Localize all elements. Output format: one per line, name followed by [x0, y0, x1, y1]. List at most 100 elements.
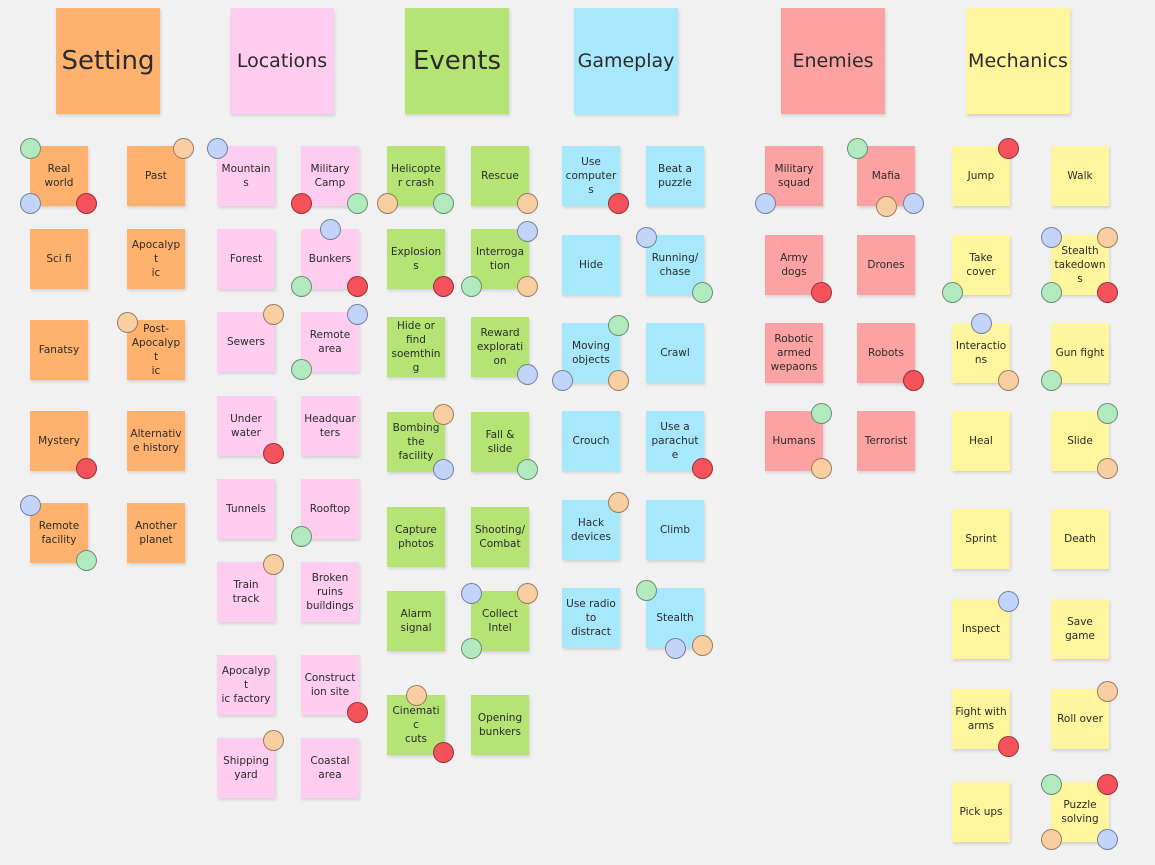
vote-dot-blue[interactable] [971, 313, 992, 334]
vote-dot-green[interactable] [461, 638, 482, 659]
sticky-note[interactable]: Hack devices [562, 500, 620, 560]
sticky-note[interactable]: Take cover [952, 235, 1010, 295]
vote-dot-red[interactable] [692, 458, 713, 479]
vote-dot-red[interactable] [76, 193, 97, 214]
vote-dot-blue[interactable] [207, 138, 228, 159]
sticky-note[interactable]: Another planet [127, 503, 185, 563]
vote-dot-peach[interactable] [608, 492, 629, 513]
vote-dot-peach[interactable] [517, 583, 538, 604]
sticky-note[interactable]: Heal [952, 411, 1010, 471]
sticky-note[interactable]: Forest [217, 229, 275, 289]
sticky-note[interactable]: Coastal area [301, 738, 359, 798]
vote-dot-blue[interactable] [461, 583, 482, 604]
vote-dot-green[interactable] [1041, 370, 1062, 391]
vote-dot-green[interactable] [291, 359, 312, 380]
sticky-note[interactable]: Terrorist [857, 411, 915, 471]
vote-dot-green[interactable] [1041, 774, 1062, 795]
vote-dot-peach[interactable] [173, 138, 194, 159]
sticky-note[interactable]: Climb [646, 500, 704, 560]
vote-dot-blue[interactable] [20, 495, 41, 516]
vote-dot-red[interactable] [263, 443, 284, 464]
vote-dot-peach[interactable] [998, 370, 1019, 391]
vote-dot-green[interactable] [517, 459, 538, 480]
vote-dot-peach[interactable] [433, 404, 454, 425]
vote-dot-red[interactable] [1097, 774, 1118, 795]
vote-dot-green[interactable] [692, 282, 713, 303]
sticky-note[interactable]: Apocalypt ic factory [217, 655, 275, 715]
sticky-note[interactable]: Gun fight [1051, 323, 1109, 383]
vote-dot-red[interactable] [811, 282, 832, 303]
sticky-note[interactable]: Hide or find soemthing [387, 317, 445, 377]
header-note-gameplay[interactable]: Gameplay [574, 8, 678, 114]
header-note-enemies[interactable]: Enemies [781, 8, 885, 114]
vote-dot-green[interactable] [76, 550, 97, 571]
sticky-note[interactable]: Sci fi [30, 229, 88, 289]
sticky-note[interactable]: Use radio to distract [562, 588, 620, 648]
sticky-note[interactable]: Post- Apocalypt ic [127, 320, 185, 380]
sticky-note[interactable]: Broken ruins buildings [301, 562, 359, 622]
vote-dot-green[interactable] [1097, 403, 1118, 424]
sticky-note[interactable]: Running/ chase [646, 235, 704, 295]
vote-dot-green[interactable] [461, 276, 482, 297]
sticky-note[interactable]: Headquar ters [301, 396, 359, 456]
vote-dot-peach[interactable] [1097, 681, 1118, 702]
vote-dot-green[interactable] [847, 138, 868, 159]
sticky-note[interactable]: Tunnels [217, 479, 275, 539]
vote-dot-red[interactable] [433, 742, 454, 763]
vote-dot-green[interactable] [291, 526, 312, 547]
vote-dot-green[interactable] [811, 403, 832, 424]
vote-dot-blue[interactable] [347, 304, 368, 325]
vote-dot-green[interactable] [20, 138, 41, 159]
sticky-note[interactable]: Rooftop [301, 479, 359, 539]
sticky-note[interactable]: Crawl [646, 323, 704, 383]
sticky-note[interactable]: Death [1051, 509, 1109, 569]
sticky-note[interactable]: Rescue [471, 146, 529, 206]
vote-dot-blue[interactable] [552, 370, 573, 391]
sticky-note[interactable]: Alarm signal [387, 591, 445, 651]
vote-dot-green[interactable] [433, 193, 454, 214]
vote-dot-green[interactable] [1041, 282, 1062, 303]
vote-dot-blue[interactable] [320, 219, 341, 240]
sticky-note[interactable]: Walk [1051, 146, 1109, 206]
vote-dot-peach[interactable] [406, 685, 427, 706]
sticky-note[interactable]: Mountain s [217, 146, 275, 206]
vote-dot-peach[interactable] [517, 193, 538, 214]
vote-dot-peach[interactable] [811, 458, 832, 479]
sticky-note[interactable]: Remote facility [30, 503, 88, 563]
sticky-note[interactable]: Sewers [217, 312, 275, 372]
vote-dot-blue[interactable] [998, 591, 1019, 612]
vote-dot-peach[interactable] [1041, 829, 1062, 850]
vote-dot-blue[interactable] [1097, 829, 1118, 850]
header-note-locations[interactable]: Locations [230, 8, 334, 114]
header-note-events[interactable]: Events [405, 8, 509, 114]
vote-dot-red[interactable] [903, 370, 924, 391]
sticky-note[interactable]: Fight with arms [952, 689, 1010, 749]
vote-dot-peach[interactable] [1097, 227, 1118, 248]
vote-dot-red[interactable] [433, 276, 454, 297]
vote-dot-blue[interactable] [20, 193, 41, 214]
vote-dot-peach[interactable] [377, 193, 398, 214]
sticky-note[interactable]: Shooting/ Combat [471, 507, 529, 567]
header-note-mechanics[interactable]: Mechanics [966, 8, 1070, 114]
vote-dot-blue[interactable] [903, 193, 924, 214]
sticky-note[interactable]: Explosion s [387, 229, 445, 289]
vote-dot-blue[interactable] [433, 459, 454, 480]
vote-dot-blue[interactable] [636, 227, 657, 248]
sticky-note[interactable]: Alternativ e history [127, 411, 185, 471]
sticky-note[interactable]: Robotic armed wepaons [765, 323, 823, 383]
sticky-note[interactable]: Apocalypt ic [127, 229, 185, 289]
vote-dot-peach[interactable] [876, 196, 897, 217]
vote-dot-peach[interactable] [117, 312, 138, 333]
sticky-note[interactable]: Real world [30, 146, 88, 206]
vote-dot-peach[interactable] [692, 635, 713, 656]
vote-dot-peach[interactable] [1097, 458, 1118, 479]
vote-dot-green[interactable] [291, 276, 312, 297]
vote-dot-peach[interactable] [263, 730, 284, 751]
vote-dot-blue[interactable] [517, 364, 538, 385]
sticky-note[interactable]: Beat a puzzle [646, 146, 704, 206]
sticky-note[interactable]: Crouch [562, 411, 620, 471]
sticky-note[interactable]: Opening bunkers [471, 695, 529, 755]
vote-dot-red[interactable] [998, 736, 1019, 757]
sticky-note[interactable]: Capture photos [387, 507, 445, 567]
vote-dot-blue[interactable] [1041, 227, 1062, 248]
